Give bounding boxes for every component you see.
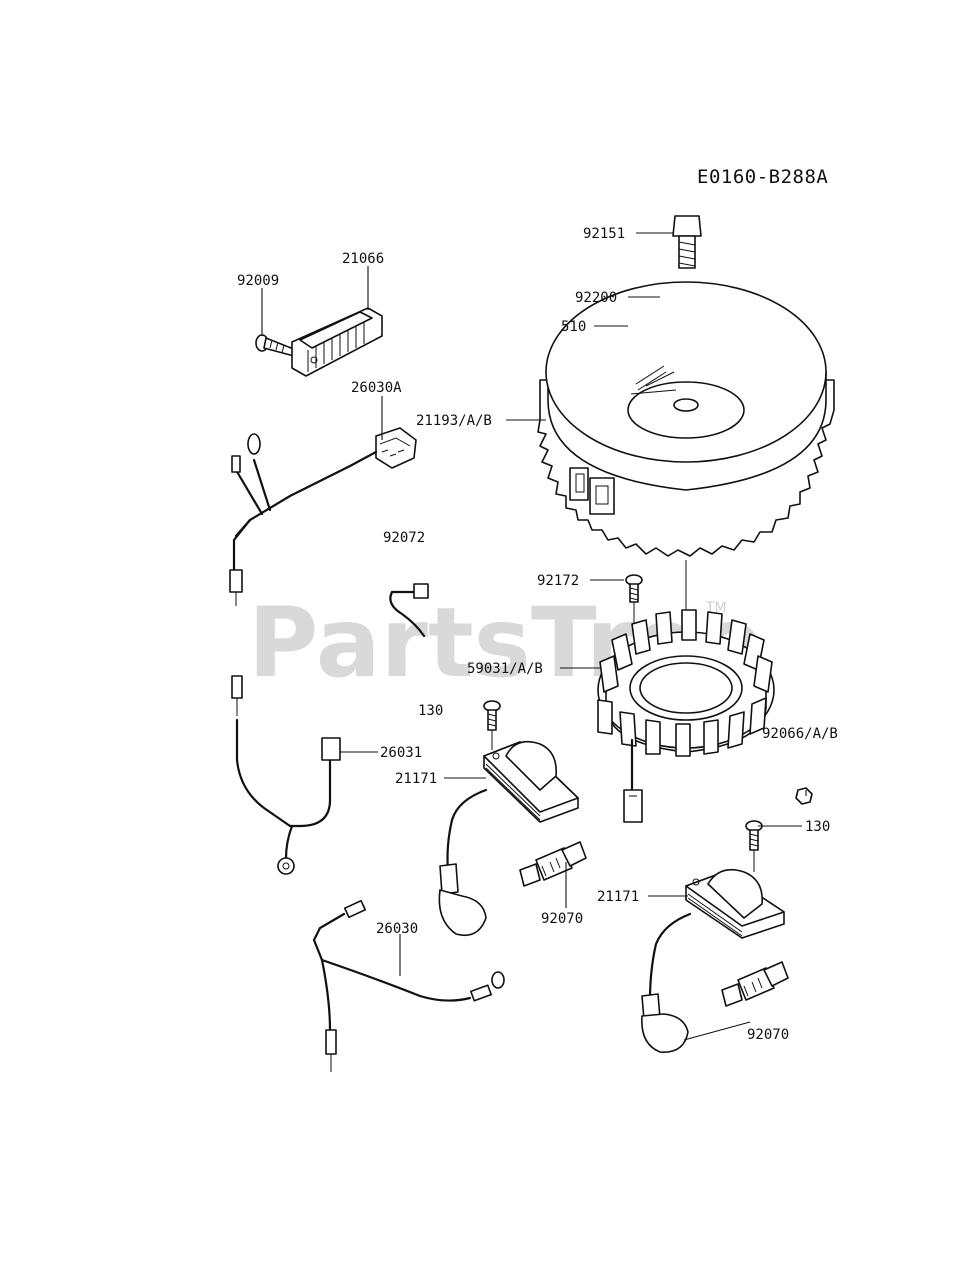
nut-92066[interactable] bbox=[795, 787, 813, 805]
label-92066: 92066/A/B bbox=[762, 726, 838, 742]
label-92172: 92172 bbox=[537, 573, 579, 589]
harness-26031[interactable] bbox=[231, 675, 341, 875]
harness-26030[interactable] bbox=[312, 899, 505, 1072]
label-130-left: 130 bbox=[418, 703, 443, 719]
label-26030A: 26030A bbox=[351, 380, 402, 396]
label-510: 510 bbox=[561, 319, 586, 335]
label-26030: 26030 bbox=[376, 921, 418, 937]
label-92072: 92072 bbox=[383, 530, 425, 546]
label-21193: 21193/A/B bbox=[416, 413, 492, 429]
clip-92072[interactable] bbox=[389, 583, 429, 638]
stator-59031[interactable] bbox=[597, 609, 775, 757]
bolt-92151[interactable] bbox=[672, 215, 702, 269]
spark-plug-92070-right[interactable] bbox=[721, 961, 789, 1007]
label-130-right: 130 bbox=[805, 819, 830, 835]
label-92200: 92200 bbox=[575, 290, 617, 306]
bolt-130-left[interactable] bbox=[483, 700, 501, 750]
ignition-coil-21171-right[interactable] bbox=[641, 868, 785, 1053]
label-92070-right: 92070 bbox=[747, 1027, 789, 1043]
label-26031: 26031 bbox=[380, 745, 422, 761]
bolt-130-right[interactable] bbox=[745, 820, 763, 872]
label-21171-left: 21171 bbox=[395, 771, 437, 787]
label-21171-right: 21171 bbox=[597, 889, 639, 905]
flywheel-21193[interactable] bbox=[537, 281, 835, 557]
regulator-21066[interactable] bbox=[291, 307, 383, 377]
label-92009: 92009 bbox=[237, 273, 279, 289]
label-59031: 59031/A/B bbox=[467, 661, 543, 677]
harness-26030A[interactable] bbox=[229, 427, 417, 606]
spark-plug-92070-left[interactable] bbox=[519, 841, 587, 887]
ignition-coil-21171-left[interactable] bbox=[438, 740, 579, 937]
label-92070-left: 92070 bbox=[541, 911, 583, 927]
leader-92070-right bbox=[683, 1021, 751, 1041]
screw-92009[interactable] bbox=[255, 334, 297, 357]
diagram-code: E0160-B288A bbox=[697, 166, 828, 188]
label-92151: 92151 bbox=[583, 226, 625, 242]
stator-connector[interactable] bbox=[623, 738, 643, 823]
screw-92172[interactable] bbox=[625, 574, 643, 630]
label-21066: 21066 bbox=[342, 251, 384, 267]
